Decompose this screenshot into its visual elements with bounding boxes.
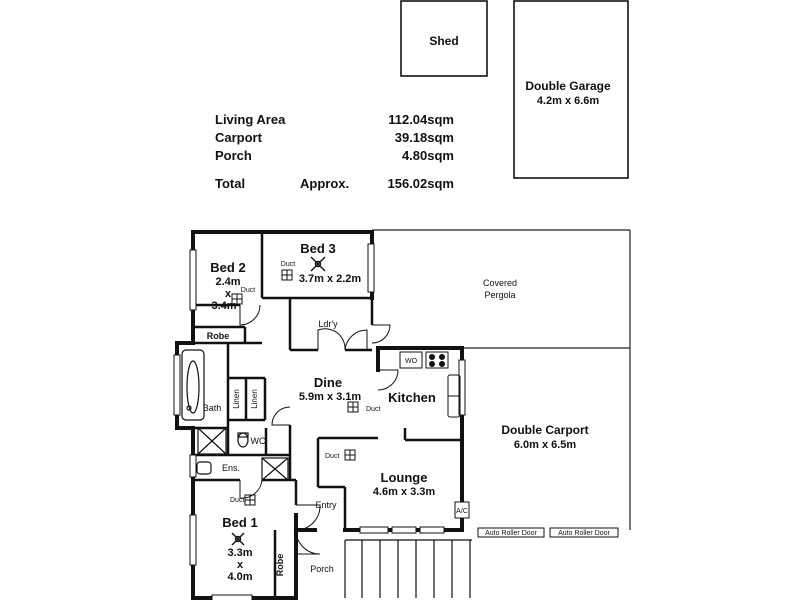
area-total-note: Approx. (300, 176, 349, 191)
area-row-label: Porch (215, 148, 252, 163)
dine-label: Dine (314, 375, 342, 390)
bed2-x: x (225, 288, 232, 300)
ac-label: A/C (456, 508, 468, 515)
windows (173, 243, 466, 600)
dine-size: 5.9m x 3.1m (299, 391, 362, 403)
garage-outline (513, 0, 629, 179)
kitchen-label: Kitchen (388, 390, 436, 405)
area-total-value: 156.02sqm (388, 176, 455, 191)
internal-walls (193, 232, 462, 598)
entry-label: Entry (315, 500, 337, 510)
garage-label: Double Garage (525, 79, 611, 93)
door-swings (239, 304, 399, 555)
pergola-label-1: Covered (483, 278, 517, 288)
bath-label: Bath (203, 403, 222, 413)
porch-steps (344, 539, 472, 598)
bed2-duct-label: Duct (241, 287, 255, 294)
lounge-duct-label: Duct (325, 453, 339, 460)
lounge-size: 4.6m x 3.3m (373, 486, 436, 498)
area-row-value: 112.04sqm (388, 112, 454, 127)
bed2-width: 2.4m (215, 276, 240, 288)
roller-door-left (477, 527, 545, 538)
pergola-carport-outline (372, 229, 631, 530)
shed-label: Shed (429, 34, 458, 48)
ceiling-fans (231, 256, 326, 546)
area-row-label: Living Area (215, 112, 286, 127)
lounge-label: Lounge (381, 470, 428, 485)
carport-label: Double Carport (501, 423, 588, 437)
shed-outline (400, 0, 488, 77)
bed1-x: x (237, 559, 244, 571)
roller-door-left-label: Auto Roller Door (485, 530, 537, 537)
bath-fixtures (181, 349, 289, 481)
bed2-label: Bed 2 (210, 260, 245, 275)
laundry-label: Ldr'y (318, 319, 338, 329)
kitchen-fixtures (399, 351, 461, 418)
pergola-label-2: Pergola (484, 290, 515, 300)
ensuite-label: Ens. (222, 463, 240, 473)
area-total-label: Total (215, 176, 245, 191)
dine-duct-label: Duct (366, 406, 380, 413)
bed3-duct-label: Duct (281, 261, 295, 268)
linen-label-1: Linen (232, 389, 241, 409)
linen-label-2: Linen (250, 389, 259, 409)
bed1-height: 4.0m (227, 571, 252, 583)
roller-door-right (549, 527, 619, 538)
bed3-size: 3.7m x 2.2m (299, 273, 362, 285)
area-schedule: Living Area 112.04sqm Carport 39.18sqm P… (215, 112, 454, 191)
ac-unit (454, 501, 470, 519)
area-row-value: 39.18sqm (395, 130, 454, 145)
garage-size: 4.2m x 6.6m (537, 95, 600, 107)
bed2-height: 3.4m (211, 300, 236, 312)
robe-label: Robe (207, 331, 230, 341)
ducts (231, 269, 359, 506)
bed1-duct-label: Duct (230, 497, 244, 504)
area-row-label: Carport (215, 130, 263, 145)
bed1-width: 3.3m (227, 547, 252, 559)
bed1-label: Bed 1 (222, 515, 257, 530)
wc-label: WC (251, 436, 266, 446)
wo-label: WO (405, 358, 418, 365)
roller-door-right-label: Auto Roller Door (558, 530, 610, 537)
area-row-value: 4.80sqm (402, 148, 454, 163)
bed3-label: Bed 3 (300, 241, 335, 256)
robe-bed1-label: Robe (275, 554, 285, 577)
carport-size: 6.0m x 6.5m (514, 439, 577, 451)
porch-label: Porch (310, 564, 334, 574)
